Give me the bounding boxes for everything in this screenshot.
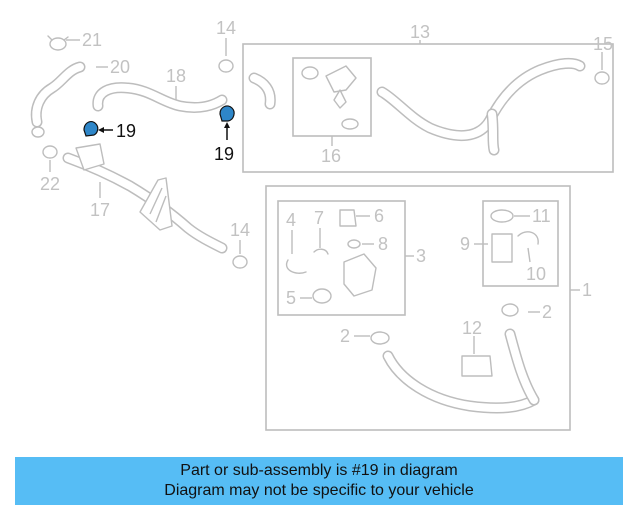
seal-8 — [347, 239, 361, 249]
callout-14-upper: 14 — [216, 18, 236, 38]
callout-21: 21 — [82, 30, 102, 50]
thermostat-9 — [491, 233, 513, 263]
callout-12: 12 — [462, 318, 482, 338]
callout-22: 22 — [40, 174, 60, 194]
clamp-14-lower — [232, 255, 248, 269]
hose-20 — [30, 61, 86, 128]
seal-11 — [490, 209, 514, 223]
callout-2-lower: 2 — [340, 326, 350, 346]
callout-7: 7 — [314, 208, 324, 228]
hose-13-large — [376, 57, 586, 156]
callout-20: 20 — [110, 57, 130, 77]
clamp-2-upper — [501, 303, 519, 317]
callout-2-upper: 2 — [542, 302, 552, 322]
group-box-1 — [265, 185, 571, 431]
banner-line-1: Part or sub-assembly is #19 in diagram — [180, 462, 458, 479]
callout-19-right: 19 — [214, 144, 234, 164]
callout-16: 16 — [321, 146, 341, 166]
hose-18 — [92, 82, 228, 113]
thermostat-housing-3 — [343, 253, 377, 297]
callout-13: 13 — [410, 22, 430, 42]
callout-18: 18 — [166, 66, 186, 86]
callout-9: 9 — [460, 234, 470, 254]
hose-13-small — [248, 72, 276, 110]
group-box-13 — [242, 43, 614, 173]
callout-3: 3 — [416, 246, 426, 266]
callout-4: 4 — [286, 210, 296, 230]
clamp-14-upper — [218, 59, 234, 73]
hose-4 — [285, 259, 307, 274]
callout-17: 17 — [90, 200, 110, 220]
pipe-17 — [62, 143, 228, 254]
clamp-22 — [31, 126, 58, 159]
group-box-3 — [277, 200, 406, 316]
clip-7 — [313, 248, 329, 255]
callout-11: 11 — [532, 206, 551, 226]
clamp-21 — [47, 35, 69, 51]
connector-16 — [301, 65, 359, 130]
clamp-19-left-highlight — [83, 120, 113, 137]
info-banner: Part or sub-assembly is #19 in diagram D… — [15, 457, 623, 505]
leader-lines — [49, 38, 603, 354]
callout-19-left: 19 — [116, 121, 136, 141]
callout-8: 8 — [378, 234, 388, 254]
hose-1-large — [382, 328, 540, 414]
clamp-15 — [594, 71, 610, 85]
sensor-6 — [339, 209, 357, 227]
clamp-2-lower — [370, 331, 390, 345]
callout-10: 10 — [526, 264, 546, 284]
callout-14-lower: 14 — [230, 220, 250, 240]
clip-10 — [517, 231, 539, 245]
callout-1: 1 — [582, 280, 592, 300]
callout-6: 6 — [374, 206, 384, 226]
callout-15: 15 — [593, 34, 613, 54]
seal-5 — [312, 288, 332, 304]
bracket-12 — [461, 355, 493, 377]
banner-line-2: Diagram may not be specific to your vehi… — [164, 482, 474, 499]
callout-5: 5 — [286, 288, 296, 308]
parts-diagram: 21 20 18 14 13 15 16 22 17 14 19 19 4 7 … — [30, 18, 614, 431]
clamp-19-right-highlight — [219, 105, 235, 140]
